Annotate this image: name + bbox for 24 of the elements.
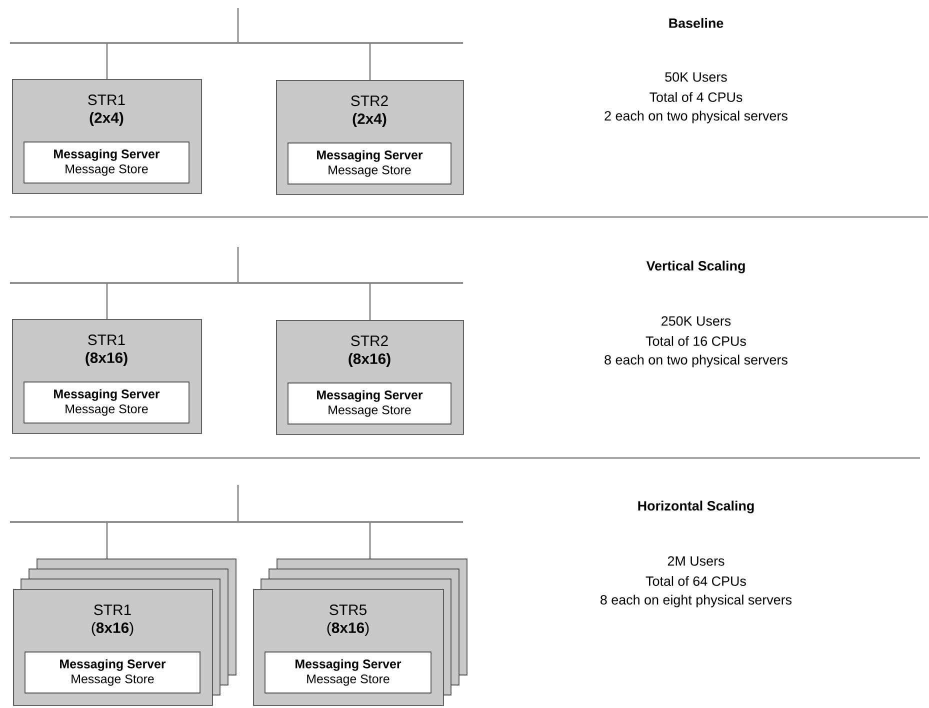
description-text: 50K Users [665, 72, 727, 82]
description-text: Total of 64 CPUs [646, 576, 746, 586]
component-box: Messaging Server Message Store [264, 652, 432, 694]
description-text: Total of 4 CPUs [650, 92, 742, 102]
component-box: Messaging Server Message Store [24, 382, 190, 424]
section-heading: Vertical Scaling [646, 260, 745, 274]
connector-line [106, 283, 108, 320]
description-text: 2 each on two physical servers [604, 110, 788, 124]
description-text: 8 each on two physical servers [604, 354, 788, 368]
section-heading: Baseline [669, 18, 724, 28]
section-heading: Horizontal Scaling [638, 500, 754, 514]
bus-line [10, 521, 463, 523]
connector-line [106, 522, 108, 560]
component-box: Messaging Server Message Store [24, 652, 200, 694]
component-box: Messaging Server Message Store [288, 142, 452, 184]
component-box: Messaging Server Message Store [288, 382, 452, 424]
connector-line [106, 43, 108, 80]
description-text: 2M Users [668, 556, 724, 566]
bus-line [10, 42, 463, 44]
description-text: 250K Users [662, 316, 731, 326]
description-text: Total of 16 CPUs [646, 336, 746, 346]
description-text: 8 each on eight physical servers [600, 594, 792, 608]
bus-line [10, 282, 463, 284]
component-box: Messaging Server Message Store [24, 142, 190, 184]
